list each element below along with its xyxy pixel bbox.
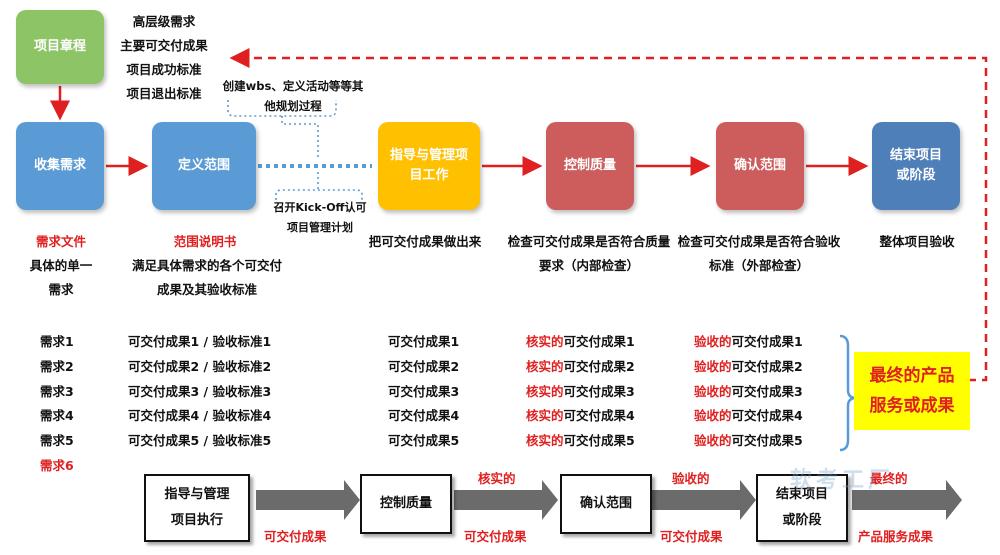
process-define-scope: 定义范围: [152, 122, 256, 210]
deliverables-list: 可交付成果1 可交付成果2 可交付成果3 可交付成果4 可交付成果5: [388, 330, 459, 454]
list-item: 验收的可交付成果2: [694, 355, 803, 380]
desc-collect-body: 具体的单一需求: [29, 258, 93, 297]
list-item: 需求3: [40, 383, 74, 399]
callout-top-bracket: [227, 100, 337, 160]
charter-note: 项目成功标准: [126, 62, 202, 77]
accepted-prefix: 验收的: [694, 433, 732, 449]
charter-note: 项目退出标准: [126, 86, 202, 101]
list-item: 验收的可交付成果5: [694, 429, 803, 454]
list-item: 验收的可交付成果3: [694, 380, 803, 405]
flow-box-direct: 指导与管理项目执行: [144, 474, 250, 542]
charter-note: 主要可交付成果: [120, 38, 208, 53]
list-item: 可交付成果3: [388, 383, 460, 399]
process-direct-manage-work: 指导与管理项目工作: [378, 122, 480, 210]
list-item: 可交付成果1 / 验收标准1: [128, 334, 272, 349]
list-item: 可交付成果5 / 验收标准5: [128, 433, 272, 449]
flow-label-below-2: 可交付成果: [464, 529, 527, 544]
list-item: 核实的可交付成果3: [526, 380, 635, 405]
list-item: 核实的可交付成果4: [526, 404, 635, 429]
verified-prefix: 核实的: [526, 383, 564, 399]
item-text: 可交付成果4: [731, 408, 803, 424]
desc-quality: 检查可交付成果是否符合质量要求（内部检查）: [507, 234, 671, 273]
charter-note: 高层级需求: [132, 14, 196, 29]
list-item: 需求5: [40, 433, 74, 449]
flow-label-above-2: 核实的: [478, 471, 516, 486]
scope-items-list: 可交付成果1 / 验收标准1 可交付成果2 / 验收标准2 可交付成果3 / 验…: [128, 330, 271, 454]
verified-prefix: 核实的: [526, 334, 564, 349]
flow-label-above-3: 验收的: [672, 471, 710, 486]
callout-bottom-bracket: [275, 172, 363, 200]
flow-label-below-3: 可交付成果: [660, 529, 723, 544]
accepted-prefix: 验收的: [694, 334, 732, 349]
verified-prefix: 核实的: [526, 358, 564, 374]
list-item: 需求6: [40, 457, 74, 473]
list-item: 可交付成果3 / 验收标准3: [128, 383, 272, 399]
desc-define-title: 范围说明书: [173, 234, 237, 249]
item-text: 可交付成果5: [563, 433, 635, 449]
desc-close: 整体项目验收: [879, 234, 955, 249]
project-charter-box: 项目章程: [16, 10, 104, 84]
list-item: 可交付成果2: [388, 358, 460, 374]
flow-arrow-1: [256, 480, 360, 520]
item-text: 可交付成果1: [731, 334, 803, 349]
item-text: 可交付成果5: [731, 433, 803, 449]
flow-label-below-4: 产品服务成果: [858, 529, 934, 544]
flow-box-validate: 确认范围: [560, 474, 652, 534]
desc-validate: 检查可交付成果是否符合验收标准（外部检查）: [677, 234, 841, 273]
flow-arrow-2: [454, 480, 558, 520]
flow-box-close: 结束项目或阶段: [756, 474, 848, 542]
list-item: 可交付成果2 / 验收标准2: [128, 358, 272, 374]
list-item: 核实的可交付成果2: [526, 355, 635, 380]
item-text: 可交付成果2: [731, 358, 803, 374]
accepted-prefix: 验收的: [694, 408, 732, 424]
callout-top: 创建wbs、定义活动等等其他规划过程: [222, 79, 364, 113]
process-collect-requirements: 收集需求: [16, 122, 104, 210]
item-text: 可交付成果4: [563, 408, 635, 424]
final-result-box: 最终的产品服务或成果: [854, 352, 970, 430]
callout-bottom: 召开Kick-Off认可项目管理计划: [273, 201, 367, 234]
process-close-project: 结束项目或阶段: [872, 122, 960, 210]
desc-collect-title: 需求文件: [35, 234, 86, 249]
list-item: 可交付成果4: [388, 408, 460, 424]
flow-label-above-4: 最终的: [870, 471, 908, 486]
list-item: 可交付成果4 / 验收标准4: [128, 408, 272, 424]
charter-notes: 高层级需求 主要可交付成果 项目成功标准 项目退出标准: [106, 10, 222, 106]
list-item: 可交付成果5: [388, 433, 460, 449]
accepted-prefix: 验收的: [694, 383, 732, 399]
list-item: 可交付成果1: [388, 334, 460, 349]
list-item: 验收的可交付成果4: [694, 404, 803, 429]
flow-label-below-1: 可交付成果: [264, 529, 327, 544]
verified-prefix: 核实的: [526, 408, 564, 424]
flow-arrow-3: [652, 480, 756, 520]
list-item: 需求2: [40, 358, 74, 374]
list-item: 核实的可交付成果5: [526, 429, 635, 454]
desc-define-body: 满足具体需求的各个可交付成果及其验收标准: [131, 258, 282, 297]
item-text: 可交付成果3: [731, 383, 803, 399]
list-item: 需求1: [40, 334, 74, 349]
verified-prefix: 核实的: [526, 433, 564, 449]
item-text: 可交付成果2: [563, 358, 635, 374]
item-text: 可交付成果3: [563, 383, 635, 399]
process-validate-scope: 确认范围: [716, 122, 804, 210]
verified-list: 核实的可交付成果1 核实的可交付成果2 核实的可交付成果3 核实的可交付成果4 …: [526, 330, 635, 454]
flow-arrow-4: [852, 480, 962, 520]
desc-direct: 把可交付成果做出来: [368, 234, 482, 249]
watermark: 软考工厂: [790, 468, 895, 493]
flow-box-quality: 控制质量: [360, 474, 452, 534]
accepted-prefix: 验收的: [694, 358, 732, 374]
list-item: 核实的可交付成果1: [526, 330, 635, 355]
item-text: 可交付成果1: [563, 334, 635, 349]
requirements-list: 需求1 需求2 需求3 需求4 需求5 需求6: [40, 330, 74, 479]
accepted-list: 验收的可交付成果1 验收的可交付成果2 验收的可交付成果3 验收的可交付成果4 …: [694, 330, 803, 454]
list-item: 验收的可交付成果1: [694, 330, 803, 355]
process-control-quality: 控制质量: [546, 122, 634, 210]
list-item: 需求4: [40, 408, 74, 424]
